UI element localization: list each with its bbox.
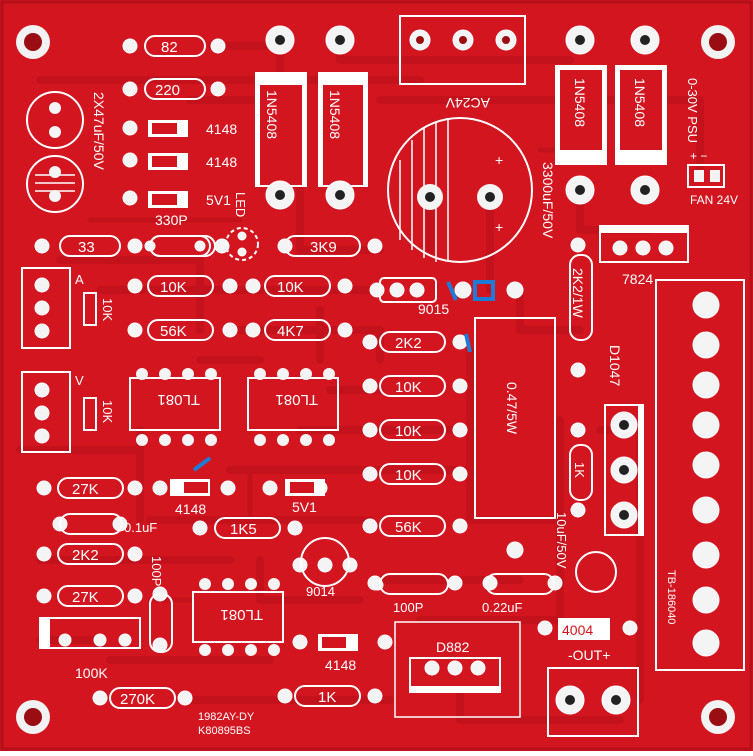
label-c330p: 330P — [155, 212, 188, 228]
mounting-holes — [16, 25, 735, 734]
transistor-footprints — [394, 225, 689, 718]
label-ic1: TL081 — [157, 391, 200, 408]
label-psu: 0-30V PSU — [685, 78, 700, 143]
label-c022: 0.22uF — [482, 600, 523, 615]
label-ac24v: AC24V — [445, 95, 490, 111]
label-c100pa: 100P — [149, 556, 164, 586]
label-z5v1a: 5V1 — [206, 192, 231, 208]
diodes-1n5408 — [255, 25, 667, 210]
label-r10ke: 10K — [395, 467, 422, 484]
label-q9015: 9015 — [418, 301, 449, 317]
label-1n5408c: 1N5408 — [572, 78, 588, 127]
label-r2k2w: 2K2/1W — [570, 268, 586, 319]
connector-ac24v — [399, 15, 526, 85]
silkscreen-labels: 82 220 2X47uF/50V 4148 4148 5V1 330P LED… — [72, 39, 738, 737]
label-d1047: D1047 — [607, 345, 623, 386]
label-r33: 33 — [78, 239, 95, 256]
label-out: -OUT+ — [568, 647, 610, 663]
label-r10kc: 10K — [395, 379, 422, 396]
label-fan: FAN 24V — [690, 193, 738, 207]
label-r1kb: 1K — [318, 689, 336, 706]
svg-text:+ −: + − — [690, 149, 707, 163]
potentiometers — [21, 267, 97, 453]
ic-packages — [129, 368, 339, 656]
label-7824: 7824 — [622, 271, 653, 287]
label-version: 1982AY-DY — [198, 711, 255, 723]
label-potv: V — [75, 373, 84, 388]
label-r1k5: 1K5 — [230, 521, 257, 538]
blue-marks — [192, 280, 495, 472]
svg-text:+: + — [495, 219, 503, 235]
label-r56k: 56K — [160, 323, 187, 340]
label-c10u: 10uF/50V — [554, 512, 569, 569]
label-ic2: TL081 — [275, 391, 318, 408]
label-r82: 82 — [161, 39, 178, 56]
resistor-outlines — [57, 35, 593, 709]
small-capacitors — [59, 235, 617, 653]
label-r270k: 270K — [120, 691, 155, 708]
label-r1ka: 1K — [572, 462, 587, 478]
label-r3k9: 3K9 — [310, 239, 337, 256]
label-r10ka: 10K — [160, 279, 187, 296]
label-r10kb: 10K — [277, 279, 304, 296]
label-1n5408b: 1N5408 — [327, 90, 343, 139]
label-z5v1b: 5V1 — [292, 499, 317, 515]
label-tb: TB-186040 — [665, 570, 677, 624]
label-r220: 220 — [155, 82, 180, 99]
label-d4148b: 4148 — [206, 154, 237, 170]
terminal-block — [655, 279, 745, 671]
label-1n5408d: 1N5408 — [632, 78, 648, 127]
label-d4004: 4004 — [562, 622, 593, 638]
label-r27kb: 27K — [72, 589, 99, 606]
label-c01: 0.1uF — [124, 520, 157, 535]
label-d4148a: 4148 — [206, 121, 237, 137]
capacitor-2x47uf — [26, 91, 84, 213]
output-connector — [547, 618, 639, 737]
label-serial: K80895BS — [198, 725, 251, 737]
led-footprint — [225, 227, 259, 261]
label-d882: D882 — [436, 639, 470, 655]
label-1n5408a: 1N5408 — [264, 90, 280, 139]
svg-text:+: + — [495, 152, 503, 168]
label-r2k2: 2K2 — [395, 335, 422, 352]
label-r100k: 100K — [75, 665, 108, 681]
label-c100pb: 100P — [393, 600, 423, 615]
label-r4k7: 4K7 — [277, 323, 304, 340]
label-r047: 0.47/5W — [504, 382, 520, 435]
label-d4148c: 4148 — [175, 501, 206, 517]
trimmer-100k — [39, 617, 141, 649]
label-cap2x: 2X47uF/50V — [91, 92, 107, 170]
label-r2k2b: 2K2 — [72, 547, 99, 564]
label-c3300: 3300uF/50V — [540, 162, 556, 239]
label-pota-10k: 10K — [100, 298, 115, 321]
label-ic3: TL081 — [220, 606, 263, 623]
label-r10kd: 10K — [395, 423, 422, 440]
label-d4148d: 4148 — [325, 657, 356, 673]
fan-connector: + − — [687, 149, 725, 188]
label-r27k: 27K — [72, 481, 99, 498]
label-pota: A — [75, 272, 84, 287]
label-q9014: 9014 — [306, 584, 335, 599]
label-led: LED — [233, 192, 248, 217]
component-pads — [34, 38, 638, 706]
small-diodes — [148, 120, 358, 651]
label-r56kb: 56K — [395, 519, 422, 536]
capacitor-3300uf: + + — [387, 117, 533, 263]
label-potv-10k: 10K — [100, 400, 115, 423]
